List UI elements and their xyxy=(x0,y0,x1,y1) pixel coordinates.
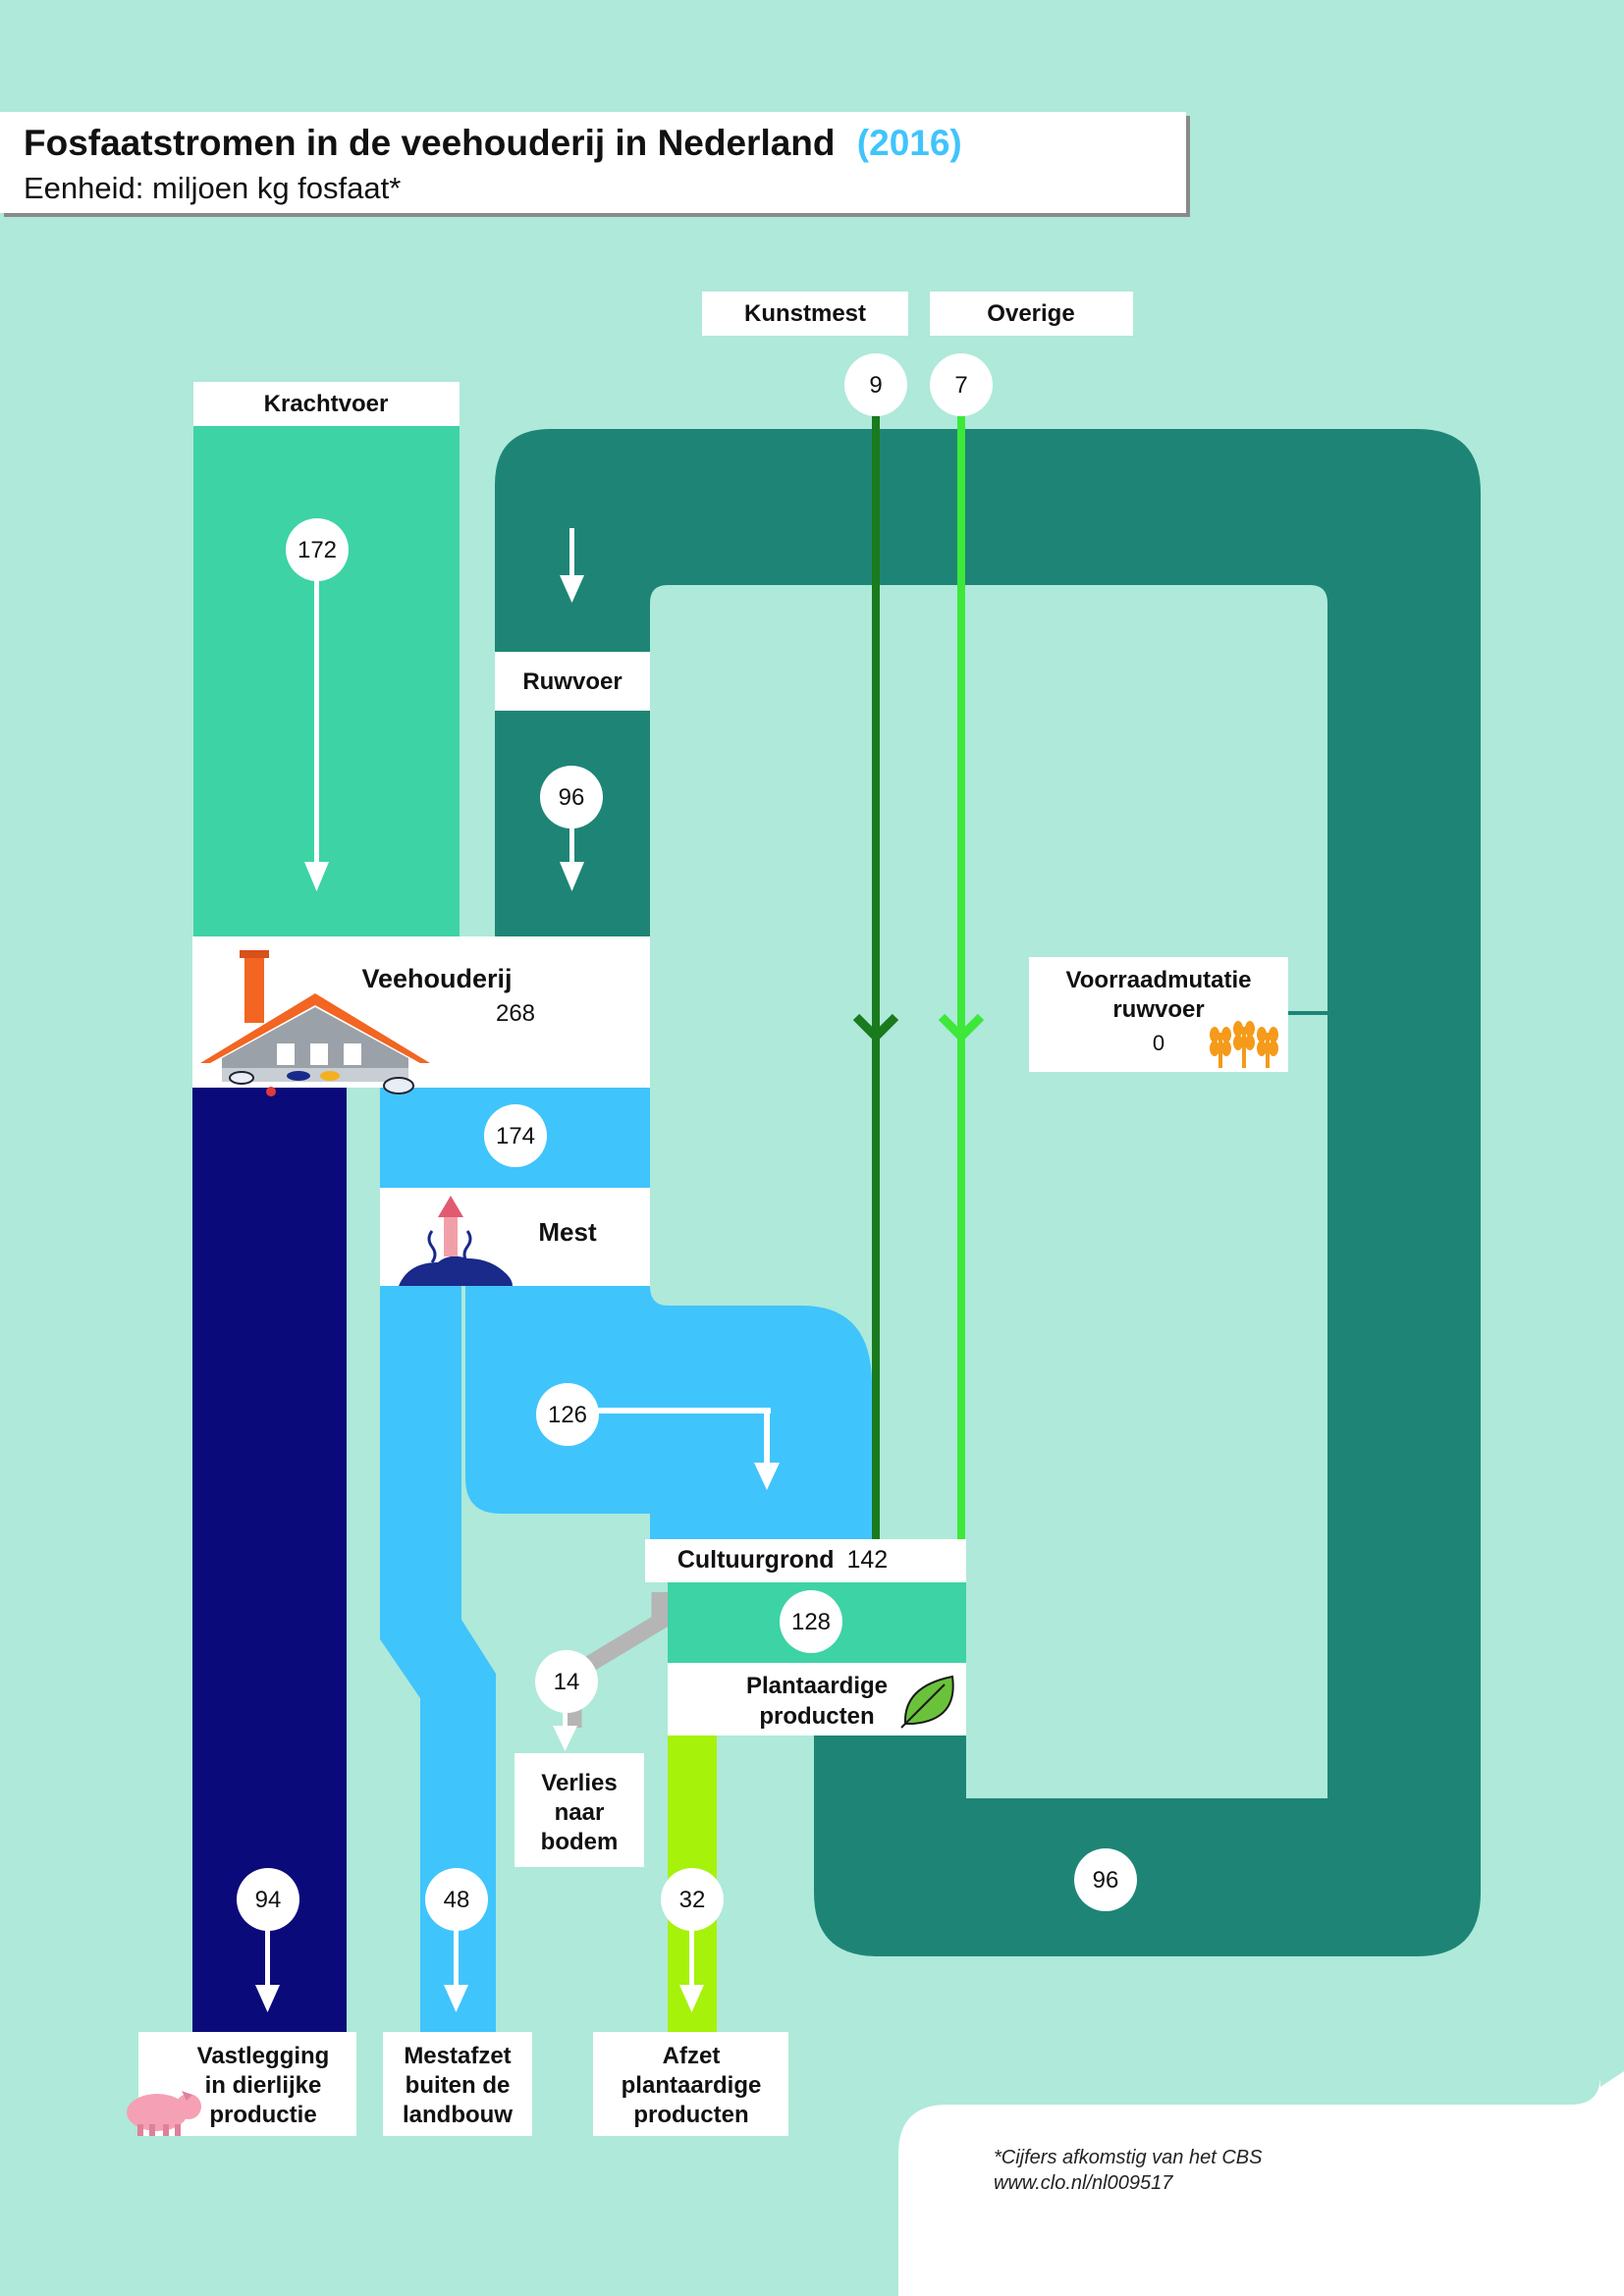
verlies-value: 14 xyxy=(554,1669,580,1695)
krachtvoer-arrowhead-icon xyxy=(304,862,329,891)
mestafzet-label-line3: landbouw xyxy=(403,2102,513,2128)
verlies-box xyxy=(514,1753,644,1867)
ruwvoer-loop-value: 96 xyxy=(1093,1867,1119,1894)
krachtvoer-value-badge xyxy=(286,518,349,581)
footnote-url: www.clo.nl/nl009517 xyxy=(994,2172,1173,2194)
afzet-box xyxy=(593,2032,788,2136)
plantaardige-label-line2: producten xyxy=(759,1703,874,1730)
overige-label: Overige xyxy=(987,300,1074,327)
mest-label: Mest xyxy=(538,1217,597,1247)
vastlegging-arrow-shaft xyxy=(265,1919,270,1988)
ruwvoer-value-badge xyxy=(540,766,603,828)
verlies-arrow-shaft xyxy=(563,1708,568,1728)
ruwvoer-value: 96 xyxy=(559,784,585,811)
page-title: Fosfaatstromen in de veehouderij in Nede… xyxy=(24,123,836,163)
afzet-value-badge xyxy=(661,1868,724,1931)
ruwvoer-top-arrow-shaft xyxy=(569,528,574,577)
mest-cultuur-arrow-v xyxy=(764,1408,770,1465)
afzet-arrowhead-icon xyxy=(679,1985,704,2012)
vastlegging-arrowhead-icon xyxy=(255,1985,280,2012)
krachtvoer-label-box xyxy=(193,382,460,426)
cultuurgrond-box xyxy=(645,1539,966,1582)
mestafzet-flow xyxy=(380,1286,496,2032)
wheat-icon xyxy=(1210,1021,1278,1068)
verlies-label-line2: naar xyxy=(555,1799,605,1826)
pig-icon xyxy=(127,2091,201,2136)
verlies-label-line1: Verlies xyxy=(541,1770,617,1796)
mestafzet-label-line2: buiten de xyxy=(406,2072,511,2099)
ruwvoer-arrow-shaft xyxy=(569,815,574,864)
verlies-value-badge xyxy=(535,1650,598,1713)
vastlegging-value: 94 xyxy=(255,1887,282,1913)
vastlegging-label-line1: Vastlegging xyxy=(197,2043,330,2069)
mest-cultuur-value: 126 xyxy=(548,1402,587,1428)
page-subtitle: Eenheid: miljoen kg fosfaat* xyxy=(24,171,401,205)
cultuurgrond-value: 142 xyxy=(846,1546,888,1574)
voorraad-label-line2: ruwvoer xyxy=(1112,996,1204,1023)
vastlegging-label-line2: in dierlijke xyxy=(205,2072,322,2099)
kunstmest-flow xyxy=(872,404,880,1539)
svg-text:Cultuurgrond 142: Cultuurgrond 142 xyxy=(677,1546,888,1574)
overige-value: 7 xyxy=(954,372,967,399)
afzet-arrow-shaft xyxy=(689,1919,694,1988)
voorraad-connector xyxy=(1288,1011,1329,1015)
plantaardige-label-line1: Plantaardige xyxy=(746,1673,888,1699)
voorraad-label-line1: Voorraadmutatie xyxy=(1066,967,1252,993)
svg-text:Fosfaatstromen in de veehouder: Fosfaatstromen in de veehouderij in Nede… xyxy=(24,123,962,163)
mest-cultuur-arrow-h xyxy=(589,1408,771,1414)
krachtvoer-value: 172 xyxy=(298,537,337,563)
kunstmest-label: Kunstmest xyxy=(744,300,866,327)
veehouderij-value: 268 xyxy=(496,1000,535,1027)
ruwvoer-label: Ruwvoer xyxy=(522,668,622,695)
mestafzet-value: 48 xyxy=(444,1887,470,1913)
krachtvoer-arrow-shaft xyxy=(314,579,319,864)
mest-cultuur-arrowhead-icon xyxy=(754,1463,780,1490)
verlies-arrowhead-icon xyxy=(553,1726,577,1751)
mest-cultuur-value-badge xyxy=(536,1383,599,1446)
title-year: (2016) xyxy=(857,123,962,163)
krachtvoer-label: Krachtvoer xyxy=(264,391,389,417)
voorraad-value: 0 xyxy=(1153,1031,1164,1055)
mestafzet-label-line1: Mestafzet xyxy=(404,2043,511,2069)
plantaardig-value-badge xyxy=(780,1590,842,1653)
cultuurgrond-label: Cultuurgrond xyxy=(677,1546,835,1574)
mest-value-badge xyxy=(484,1104,547,1167)
afzet-value: 32 xyxy=(679,1887,706,1913)
ruwvoer-loop-flow xyxy=(495,429,1481,1956)
overige-label-box xyxy=(930,292,1133,336)
manure-pile-icon xyxy=(399,1196,513,1286)
afzet-label-line2: plantaardige xyxy=(622,2072,762,2099)
plantaardig-value: 128 xyxy=(791,1609,831,1635)
ruwvoer-top-arrowhead-icon xyxy=(560,575,584,603)
mest-value: 174 xyxy=(496,1123,535,1149)
farm-building-icon xyxy=(200,950,430,1096)
mestafzet-box xyxy=(383,2032,532,2136)
footnote-panel xyxy=(898,2071,1624,2296)
mestafzet-arrowhead-icon xyxy=(444,1985,468,2012)
header-box: Fosfaatstromen in de veehouderij in Nede… xyxy=(0,112,1190,217)
kunstmest-value: 9 xyxy=(869,372,882,399)
mestafzet-value-badge xyxy=(425,1868,488,1931)
ruwvoer-loop-value-badge xyxy=(1074,1848,1137,1911)
veehouderij-label: Veehouderij xyxy=(361,964,512,993)
overige-flow xyxy=(957,404,965,1539)
afzet-label-line3: producten xyxy=(633,2102,748,2128)
kunstmest-chevron-icon xyxy=(852,1013,899,1043)
ruwvoer-arrowhead-icon xyxy=(560,862,584,891)
mestafzet-arrow-shaft xyxy=(454,1919,459,1988)
vastlegging-value-badge xyxy=(237,1868,299,1931)
leaf-icon xyxy=(900,1675,954,1729)
kunstmest-value-badge xyxy=(844,353,907,416)
afzet-label-line1: Afzet xyxy=(663,2043,721,2069)
overige-chevron-icon xyxy=(938,1013,985,1043)
overige-value-badge xyxy=(930,353,993,416)
vastlegging-label-line3: productie xyxy=(209,2102,316,2128)
footnote-source: *Cijfers afkomstig van het CBS xyxy=(994,2147,1263,2168)
ruwvoer-label-box xyxy=(495,652,650,711)
krachtvoer-flow xyxy=(193,426,460,936)
kunstmest-label-box xyxy=(702,292,908,336)
verlies-label-line3: bodem xyxy=(541,1829,619,1855)
